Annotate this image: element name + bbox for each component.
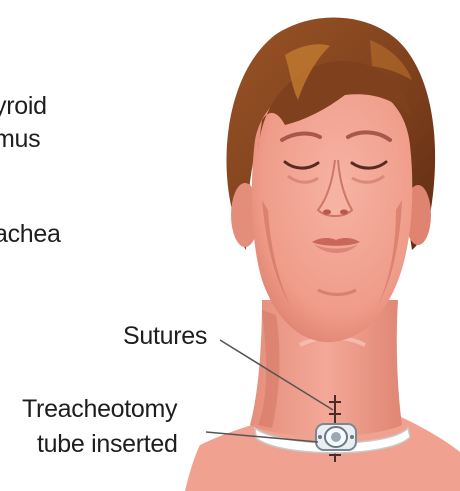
- label-tube-line2: tube inserted: [37, 430, 178, 460]
- right-nostril: [340, 210, 348, 215]
- label-thyroid: yroid: [0, 92, 47, 122]
- tracheotomy-tube: [316, 424, 356, 450]
- label-tube-line1: Treacheotomy: [22, 395, 177, 425]
- label-isthmus: mus: [0, 125, 40, 155]
- label-sutures: Sutures: [123, 322, 207, 352]
- left-nostril: [323, 210, 331, 215]
- label-trachea: achea: [0, 220, 61, 250]
